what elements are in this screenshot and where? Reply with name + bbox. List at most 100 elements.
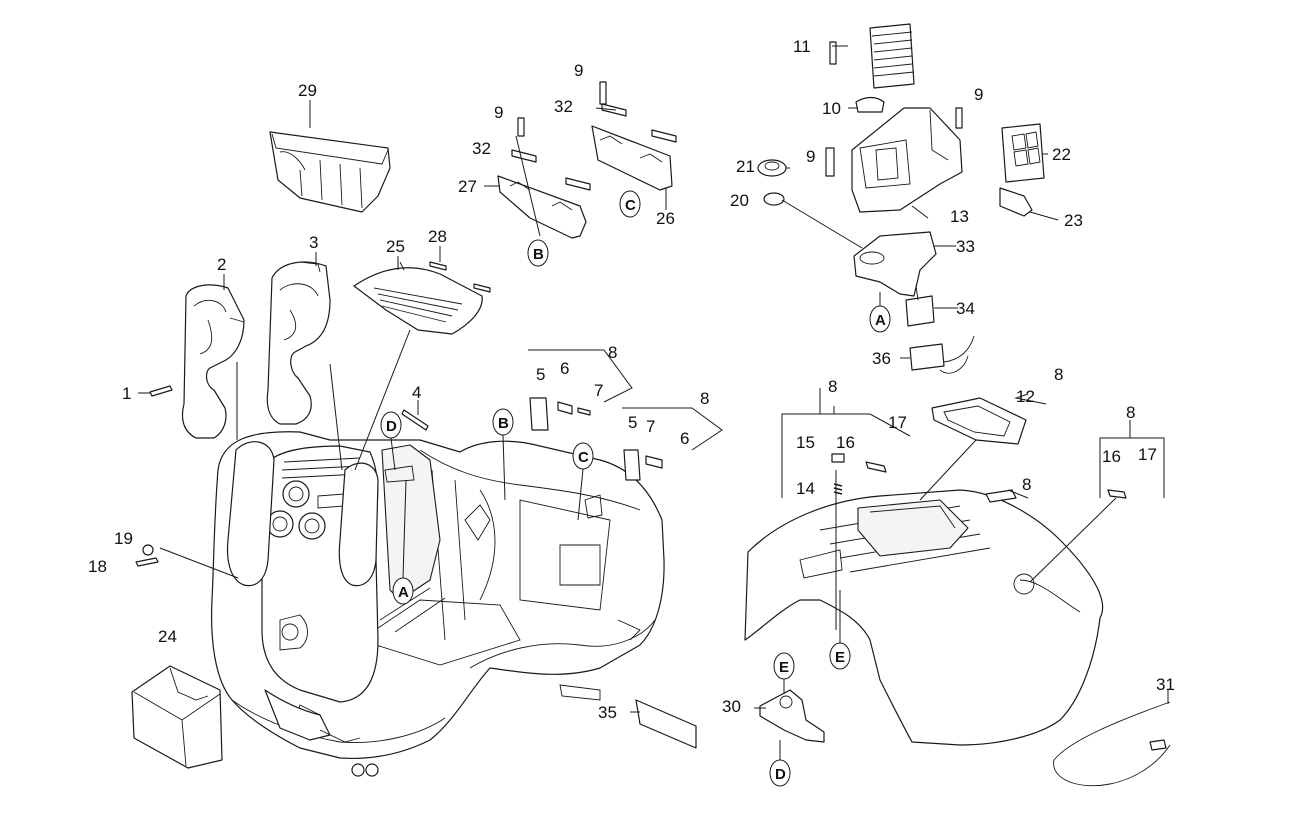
pin-part bbox=[429, 261, 491, 293]
callout-16a: 16 bbox=[836, 433, 855, 452]
callout-27: 27 bbox=[458, 177, 477, 196]
callout-15: 15 bbox=[796, 433, 815, 452]
callout-9d: 9 bbox=[806, 147, 815, 166]
ref-marker-d: D bbox=[769, 759, 791, 787]
basket-part bbox=[269, 131, 391, 213]
callout-9c: 9 bbox=[974, 85, 983, 104]
svg-text:E: E bbox=[835, 649, 845, 666]
marker-connectors bbox=[390, 292, 881, 760]
bracket-10 bbox=[855, 96, 885, 113]
reference-markers: B C A D B C A E bbox=[380, 190, 891, 787]
cover-part bbox=[353, 261, 483, 335]
callout-35: 35 bbox=[598, 703, 617, 722]
bolt-4 bbox=[401, 409, 429, 431]
callout-30: 30 bbox=[722, 697, 741, 716]
callout-4: 4 bbox=[412, 383, 421, 402]
callout-7b: 7 bbox=[646, 417, 655, 436]
callout-3: 3 bbox=[309, 233, 318, 252]
pedal-30 bbox=[759, 689, 825, 743]
svg-text:E: E bbox=[779, 659, 789, 676]
callout-25: 25 bbox=[386, 237, 405, 256]
callout-9a: 9 bbox=[574, 61, 583, 80]
callout-6a: 6 bbox=[560, 359, 569, 378]
main-chassis-body bbox=[211, 431, 665, 777]
ref-marker-b: B bbox=[492, 408, 514, 436]
ref-marker-a: A bbox=[869, 305, 891, 333]
callout-8d: 8 bbox=[1054, 365, 1063, 384]
spring-screw-set bbox=[831, 453, 1127, 499]
battery-box-24 bbox=[131, 665, 223, 769]
callout-8a: 8 bbox=[608, 343, 617, 362]
callout-10: 10 bbox=[822, 99, 841, 118]
tray-12 bbox=[931, 397, 1027, 445]
callout-34: 34 bbox=[956, 299, 975, 318]
callout-7a: 7 bbox=[594, 381, 603, 400]
handle-grip-part bbox=[869, 23, 915, 89]
callout-32a: 32 bbox=[554, 97, 573, 116]
svg-text:C: C bbox=[625, 197, 636, 214]
svg-text:A: A bbox=[398, 584, 409, 601]
callout-36: 36 bbox=[872, 349, 891, 368]
svg-text:C: C bbox=[578, 449, 589, 466]
clip-23 bbox=[999, 187, 1033, 217]
svg-text:D: D bbox=[775, 766, 786, 783]
callout-6b: 6 bbox=[680, 429, 689, 448]
callout-32b: 32 bbox=[472, 139, 491, 158]
ref-marker-b: B bbox=[527, 239, 549, 267]
callout-2: 2 bbox=[217, 255, 226, 274]
callout-18: 18 bbox=[88, 557, 107, 576]
ring-20 bbox=[763, 192, 785, 206]
callout-24: 24 bbox=[158, 627, 177, 646]
screw-parts bbox=[135, 41, 963, 567]
svg-text:B: B bbox=[498, 415, 509, 432]
plate-35 bbox=[635, 699, 697, 749]
svg-text:A: A bbox=[875, 312, 886, 329]
tank-33 bbox=[853, 231, 937, 297]
callout-20: 20 bbox=[730, 191, 749, 210]
leader-lines bbox=[138, 45, 1169, 713]
callout-31: 31 bbox=[1156, 675, 1175, 694]
callout-26: 26 bbox=[656, 209, 675, 228]
housing-13 bbox=[851, 107, 963, 213]
callout-21: 21 bbox=[736, 157, 755, 176]
callout-9b: 9 bbox=[494, 103, 503, 122]
callout-17a: 17 bbox=[888, 413, 907, 432]
callout-33: 33 bbox=[956, 237, 975, 256]
callout-1: 1 bbox=[122, 384, 131, 403]
callout-28: 28 bbox=[428, 227, 447, 246]
callout-14: 14 bbox=[796, 479, 815, 498]
seat-handle-left bbox=[181, 284, 245, 439]
clamp-assembly-lower bbox=[623, 449, 663, 481]
callout-11: 11 bbox=[793, 37, 811, 56]
svg-text:B: B bbox=[533, 246, 544, 263]
callout-5b: 5 bbox=[628, 413, 637, 432]
callout-19: 19 bbox=[114, 529, 133, 548]
ref-marker-e: E bbox=[829, 642, 851, 670]
callout-8f: 8 bbox=[1126, 403, 1135, 422]
svg-text:D: D bbox=[386, 418, 397, 435]
clamp-assembly-upper bbox=[529, 397, 591, 431]
callout-12: 12 bbox=[1016, 387, 1035, 406]
ref-marker-d: D bbox=[380, 411, 402, 439]
screen-22 bbox=[1001, 123, 1045, 183]
callout-17b: 17 bbox=[1138, 445, 1157, 464]
callout-13: 13 bbox=[950, 207, 969, 226]
callout-23: 23 bbox=[1064, 211, 1083, 230]
callout-labels: 1 2 3 4 5 6 7 8 5 7 6 8 8 17 15 16 14 8 … bbox=[88, 37, 1175, 722]
valve-36 bbox=[909, 335, 975, 374]
callout-22: 22 bbox=[1052, 145, 1071, 164]
cable-31 bbox=[1053, 701, 1171, 787]
ref-marker-a: A bbox=[392, 577, 414, 605]
callout-8b: 8 bbox=[700, 389, 709, 408]
ref-marker-c: C bbox=[572, 442, 594, 470]
cap-21 bbox=[757, 159, 787, 177]
pump-34 bbox=[905, 285, 935, 327]
seat-handle-right bbox=[266, 261, 331, 425]
callout-8e: 8 bbox=[1022, 475, 1031, 494]
callout-29: 29 bbox=[298, 81, 317, 100]
bracket-27 bbox=[497, 149, 591, 239]
callout-5a: 5 bbox=[536, 365, 545, 384]
ref-marker-e: E bbox=[773, 652, 795, 680]
hood-body bbox=[744, 489, 1104, 746]
